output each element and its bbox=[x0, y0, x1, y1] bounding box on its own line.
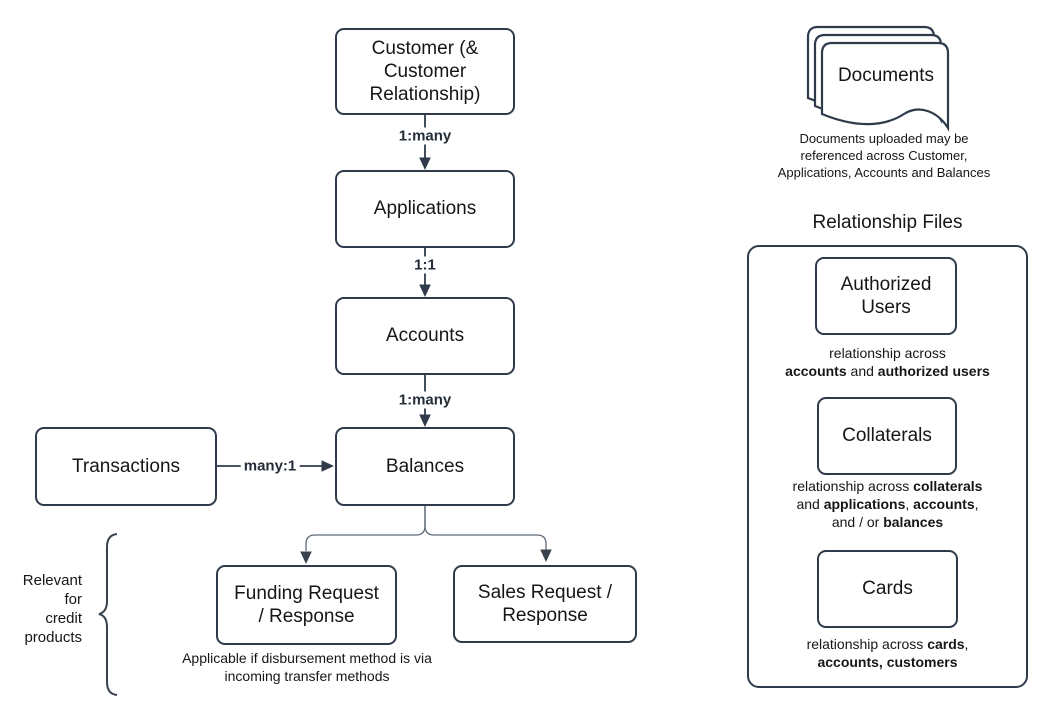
arrowhead-into-funding bbox=[300, 551, 312, 564]
funding-footnote: Applicable if disbursement method is via… bbox=[182, 650, 432, 685]
edge-label-applications-accounts: 1:1 bbox=[411, 256, 439, 274]
documents-note: Documents uploaded may be referenced acr… bbox=[777, 131, 991, 181]
node-applications-label: Applications bbox=[373, 198, 477, 220]
node-cards: Cards bbox=[817, 550, 958, 628]
node-transactions: Transactions bbox=[35, 427, 217, 506]
documents-stack-icon bbox=[806, 25, 950, 132]
node-authorized-users: Authorized Users bbox=[815, 257, 957, 335]
node-funding-request-label: Funding Request / Response bbox=[234, 582, 379, 627]
node-authorized-users-label: Authorized Users bbox=[840, 273, 932, 318]
node-balances-label: Balances bbox=[385, 455, 465, 477]
node-balances: Balances bbox=[335, 427, 515, 506]
documents-icon-label: Documents bbox=[837, 64, 935, 86]
node-customer: Customer (& Customer Relationship) bbox=[335, 28, 515, 115]
node-sales-request-label: Sales Request / Response bbox=[477, 581, 613, 626]
arrowhead-into-balances bbox=[419, 414, 431, 427]
authorized-users-caption: relationship across accounts and authori… bbox=[785, 345, 990, 379]
credit-products-brace-label: Relevant for credit products bbox=[22, 572, 82, 646]
node-funding-request: Funding Request / Response bbox=[216, 565, 397, 645]
node-applications: Applications bbox=[335, 170, 515, 248]
document-sheet-front bbox=[820, 41, 950, 132]
node-transactions-label: Transactions bbox=[71, 455, 181, 477]
node-accounts: Accounts bbox=[335, 297, 515, 375]
collaterals-caption: relationship across collaterals and appl… bbox=[792, 478, 983, 530]
node-collaterals: Collaterals bbox=[817, 397, 957, 475]
cards-caption: relationship across cards, accounts, cus… bbox=[806, 636, 969, 670]
node-accounts-label: Accounts bbox=[385, 325, 465, 347]
arrowhead-into-accounts bbox=[419, 284, 431, 297]
edge-balances-sales-line bbox=[424, 506, 547, 551]
edge-label-accounts-balances: 1:many bbox=[395, 391, 455, 409]
node-cards-label: Cards bbox=[862, 578, 913, 600]
relationship-files-title: Relationship Files bbox=[812, 212, 963, 233]
edge-balances-funding-line bbox=[305, 506, 426, 551]
node-sales-request: Sales Request / Response bbox=[453, 565, 637, 643]
credit-products-brace bbox=[98, 533, 118, 696]
node-collaterals-label: Collaterals bbox=[842, 425, 932, 447]
arrowhead-into-balances-left bbox=[321, 460, 334, 472]
arrowhead-into-sales bbox=[540, 549, 552, 562]
arrowhead-into-applications bbox=[419, 157, 431, 170]
node-customer-label: Customer (& Customer Relationship) bbox=[369, 37, 481, 106]
edge-label-transactions-balances: many:1 bbox=[240, 457, 300, 475]
edge-label-customer-applications: 1:many bbox=[395, 127, 455, 145]
